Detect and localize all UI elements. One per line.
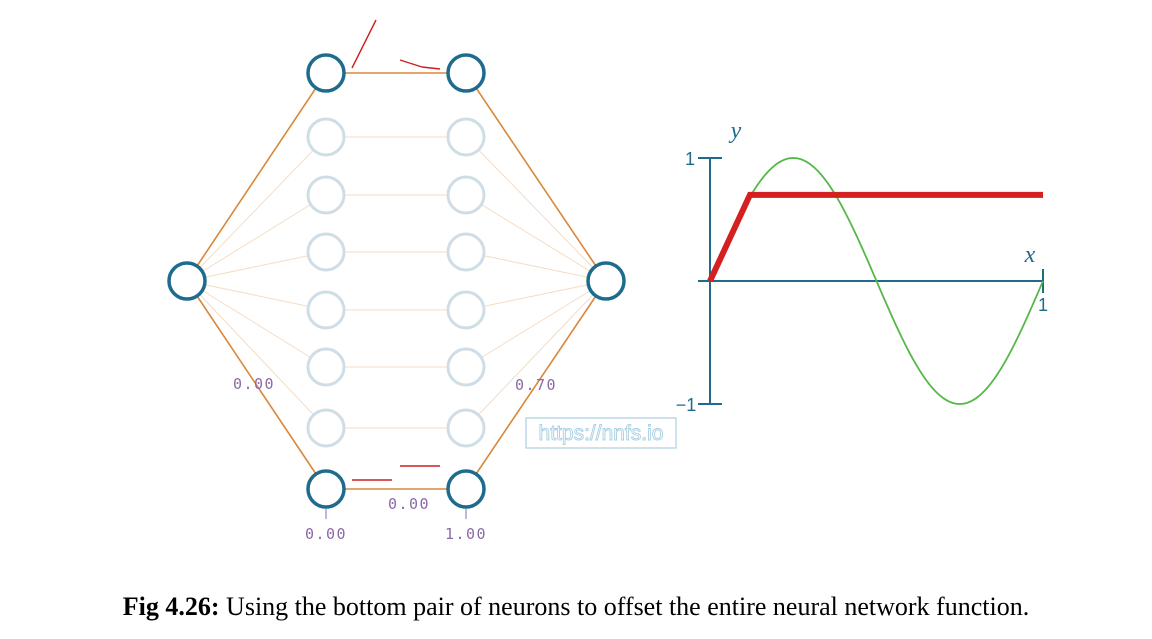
edge-hidden2-output-6: [465, 280, 607, 429]
neuron-hidden2-3: [446, 232, 486, 272]
edge-hidden2-output-2: [465, 194, 607, 282]
edge-input-hidden1-5: [186, 280, 327, 368]
neuron-hidden2-0: [446, 53, 486, 93]
watermark-text: https://nnfs.io: [539, 422, 664, 445]
neuron-hidden1-4: [306, 290, 346, 330]
neuron-hidden1-3: [306, 232, 346, 272]
weight-label-left: 0.00: [233, 375, 275, 393]
edge-input-hidden1-7: [186, 280, 327, 490]
weight-handles: [351, 19, 441, 481]
neuron-hidden2-5: [446, 347, 486, 387]
y-axis-label: y: [729, 118, 742, 144]
neuron-hidden1-5: [306, 347, 346, 387]
edge-input-hidden1-3: [186, 251, 327, 282]
watermark-box: [525, 417, 677, 449]
y-tick-label-top: 1: [685, 149, 695, 169]
neuron-hidden1-7: [306, 469, 346, 509]
neuron-hidden2-6: [446, 408, 486, 448]
edge-input-hidden1-2: [186, 194, 327, 282]
neuron-hidden1-1: [306, 117, 346, 157]
edge-hidden2-output-4: [465, 280, 607, 311]
neuron-hidden2-2: [446, 175, 486, 215]
figure-caption: Fig 4.26: Using the bottom pair of neuro…: [0, 592, 1152, 622]
edge-hidden2-output-5: [465, 280, 607, 368]
x-axis-label: x: [1024, 242, 1036, 268]
neuron-hidden1-0: [306, 53, 346, 93]
network-neurons: [167, 53, 626, 509]
handle-h1-top-bias: [351, 19, 377, 69]
sine-curve: [709, 157, 1044, 405]
edge-input-hidden1-0: [186, 72, 327, 282]
edge-input-hidden1-6: [186, 280, 327, 429]
neuron-hidden1-2: [306, 175, 346, 215]
edge-hidden2-output-3: [465, 251, 607, 282]
figure-caption-text: Using the bottom pair of neurons to offs…: [219, 592, 1030, 621]
edge-input-hidden1-4: [186, 280, 327, 311]
weight-label-right: 0.70: [515, 376, 557, 394]
bias-ticks: [325, 509, 467, 519]
edge-hidden2-output-0: [465, 72, 607, 282]
handle-top-weight-b: [421, 66, 441, 70]
neuron-output: [586, 261, 626, 301]
bias-label-h2-bottom: 1.00: [445, 525, 487, 543]
network-edges: [186, 72, 607, 490]
bias-label-h1-bottom: 0.00: [305, 525, 347, 543]
neuron-hidden2-4: [446, 290, 486, 330]
y-tick-label-bottom: −1: [676, 395, 697, 415]
neural-network-diagram: 0.00 0.70 0.00 0.00 1.00 https://nnfs.io: [167, 19, 677, 543]
edge-hidden2-output-7: [465, 280, 607, 490]
x-tick-label-right: 1: [1038, 295, 1048, 315]
handle-top-weight-a: [399, 59, 423, 68]
neuron-hidden1-6: [306, 408, 346, 448]
weight-label-bottom: 0.00: [388, 495, 430, 513]
function-plot: y x 1 −1 1: [676, 118, 1048, 415]
edge-input-hidden1-1: [186, 136, 327, 282]
network-output-line: [707, 191, 1043, 283]
figure-caption-prefix: Fig 4.26:: [122, 592, 220, 621]
edge-hidden2-output-1: [465, 136, 607, 282]
neuron-hidden2-1: [446, 117, 486, 157]
neuron-hidden2-7: [446, 469, 486, 509]
neuron-input: [167, 261, 207, 301]
